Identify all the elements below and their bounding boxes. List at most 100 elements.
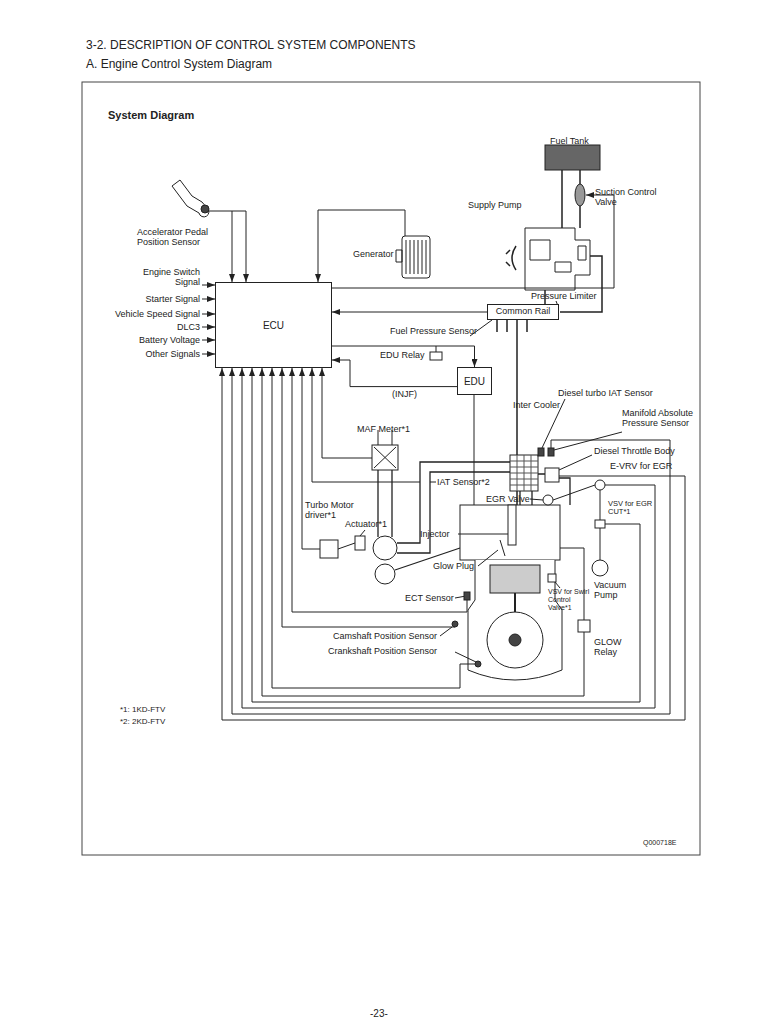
cooler-grid bbox=[510, 455, 538, 491]
part-label: Suction Control Valve bbox=[595, 187, 665, 207]
pump-detail bbox=[530, 240, 586, 272]
signal-arrow bbox=[202, 354, 215, 355]
signal-arrow bbox=[202, 285, 215, 286]
sensor-wire bbox=[322, 368, 372, 458]
part-label: Q000718E bbox=[643, 839, 693, 847]
part-label: Injector bbox=[420, 529, 460, 539]
crank-pin bbox=[509, 634, 521, 646]
part-label: GLOW Relay bbox=[594, 637, 638, 657]
generator-detail bbox=[396, 240, 426, 274]
part-label: MAF Meter*1 bbox=[357, 424, 427, 434]
part-label: Crankshaft Position Sensor bbox=[328, 646, 458, 656]
glow-relay bbox=[578, 620, 590, 632]
part-label: E-VRV for EGR bbox=[610, 461, 690, 471]
part-label: VSV for EGR CUT*1 bbox=[608, 500, 654, 517]
motor-driver bbox=[320, 540, 338, 558]
vacuum-pump bbox=[592, 560, 608, 576]
frame-border bbox=[82, 82, 700, 855]
part-label: Engine Switch Signal bbox=[134, 267, 200, 287]
sensor-wire bbox=[282, 368, 455, 627]
part-label: Battery Voltage bbox=[100, 335, 200, 345]
egr-valve bbox=[543, 495, 553, 505]
vsv-symbol bbox=[595, 520, 605, 528]
page-heading: 3-2. DESCRIPTION OF CONTROL SYSTEM COMPO… bbox=[86, 39, 416, 52]
sensor-wire bbox=[302, 368, 320, 549]
part-label: Manifold Absolute Pressure Sensor bbox=[622, 408, 696, 428]
part-label: EDU Relay bbox=[380, 350, 430, 360]
part-label: *1: 1KD-FTV bbox=[120, 706, 200, 715]
turbo-turbine bbox=[375, 564, 395, 584]
part-label: Turbo Motor driver*1 bbox=[305, 500, 363, 520]
pedal-sensor bbox=[201, 205, 209, 213]
crank-sensor bbox=[475, 661, 481, 667]
crankshaft bbox=[487, 612, 543, 668]
part-label: Diesel turbo IAT Sensor bbox=[558, 388, 678, 398]
vacuum-hose bbox=[600, 490, 601, 560]
signal-wire bbox=[209, 211, 232, 282]
piston bbox=[490, 565, 540, 593]
control-box: Common Rail bbox=[487, 304, 559, 320]
edge-label: (INJF) bbox=[392, 389, 417, 399]
sensor-wire bbox=[242, 368, 655, 708]
part-label: Generator bbox=[353, 249, 413, 259]
part-label: Vacuum Pump bbox=[594, 580, 638, 600]
part-label: Vehicle Speed Signal bbox=[90, 309, 200, 319]
signal-arrow bbox=[202, 327, 215, 328]
sensor-wire bbox=[262, 368, 584, 696]
inter-cooler bbox=[510, 455, 538, 491]
part-label: Pressure Limiter bbox=[531, 291, 611, 301]
control-wire bbox=[332, 195, 614, 288]
part-label: VSV for Swirl Control Valve*1 bbox=[548, 588, 590, 611]
part-label: Glow Plug bbox=[433, 561, 483, 571]
relay-symbol bbox=[430, 352, 442, 360]
map-sensor bbox=[548, 448, 554, 456]
sensor-wire bbox=[222, 368, 685, 720]
part-label: System Diagram bbox=[108, 109, 258, 121]
valve-symbol bbox=[575, 184, 585, 206]
control-box: EDU bbox=[457, 367, 492, 395]
cam-sensor bbox=[452, 621, 458, 627]
sensor-wire bbox=[252, 368, 640, 702]
leader-line bbox=[470, 301, 558, 336]
box-text: Common Rail bbox=[496, 307, 551, 317]
part-label: Fuel Tank bbox=[550, 136, 610, 146]
pump-body bbox=[525, 228, 590, 290]
part-label: A. Engine Control System Diagram bbox=[86, 58, 486, 71]
signal-connector bbox=[332, 312, 487, 313]
part-label: Accelerator Pedal Position Sensor bbox=[137, 227, 237, 247]
maf-detail bbox=[374, 430, 396, 468]
box-text: EDU bbox=[464, 376, 485, 387]
throttle-body bbox=[545, 468, 559, 482]
pedal-symbol bbox=[172, 180, 209, 217]
part-label: Inter Cooler bbox=[513, 400, 583, 410]
vsv-symbol bbox=[548, 574, 556, 582]
leader-line bbox=[555, 582, 560, 588]
part-label: -23- bbox=[370, 1008, 410, 1019]
sensor-wire bbox=[272, 368, 475, 688]
engine-block bbox=[468, 560, 562, 680]
control-box: ECU bbox=[215, 282, 332, 368]
leader-line bbox=[338, 530, 365, 549]
injector-symbol bbox=[508, 505, 516, 545]
leader-line bbox=[530, 485, 595, 500]
sensor-wire bbox=[292, 368, 467, 612]
pump-drive bbox=[506, 246, 516, 270]
signal-connector bbox=[332, 346, 475, 367]
sensor-wire bbox=[232, 368, 670, 714]
part-label: Other Signals bbox=[100, 349, 200, 359]
signal-arrow bbox=[202, 299, 215, 300]
part-label: Actuator*1 bbox=[345, 519, 405, 529]
fuel-tank bbox=[545, 145, 600, 170]
part-label: *2: 2KD-FTV bbox=[120, 718, 200, 727]
signal-wire bbox=[232, 211, 246, 282]
evrv-symbol bbox=[595, 480, 605, 490]
actuator-symbol bbox=[355, 536, 365, 550]
part-label: Camshaft Position Sensor bbox=[333, 631, 463, 641]
part-label: Diesel Throttle Body bbox=[594, 446, 694, 456]
signal-arrow bbox=[202, 340, 215, 341]
turbo-compressor bbox=[373, 536, 397, 560]
cylinder-head bbox=[460, 505, 560, 560]
part-label: IAT Sensor*2 bbox=[437, 477, 507, 487]
